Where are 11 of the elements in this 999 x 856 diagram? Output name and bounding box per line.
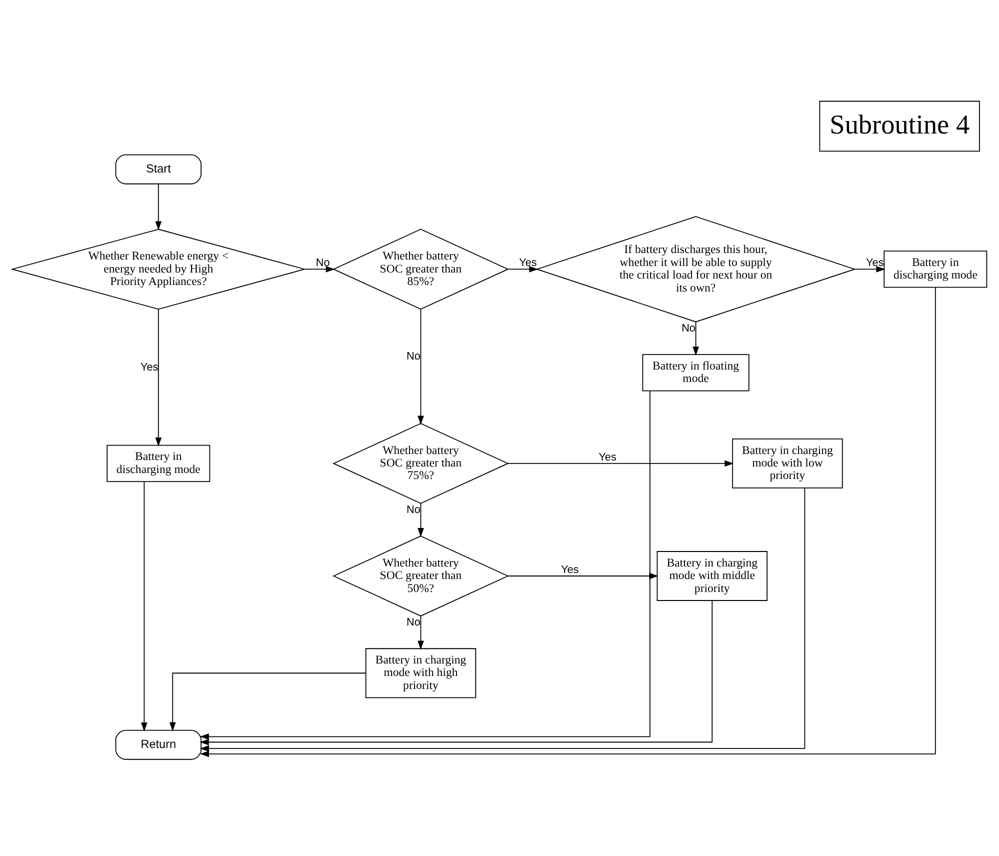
edge-label: Yes	[560, 563, 579, 576]
edge-label: Yes	[519, 256, 537, 269]
edge-label: No	[406, 503, 420, 516]
edge-label: Yes	[598, 450, 616, 463]
edge-label: No	[406, 350, 420, 362]
edge-label: Yes	[866, 256, 884, 269]
edge-label: No	[682, 322, 696, 334]
edge-label: No	[316, 256, 330, 269]
edge-label: Yes	[140, 360, 158, 373]
edge-label: No	[406, 616, 420, 628]
diagram-title: Subroutine 4	[830, 108, 970, 139]
